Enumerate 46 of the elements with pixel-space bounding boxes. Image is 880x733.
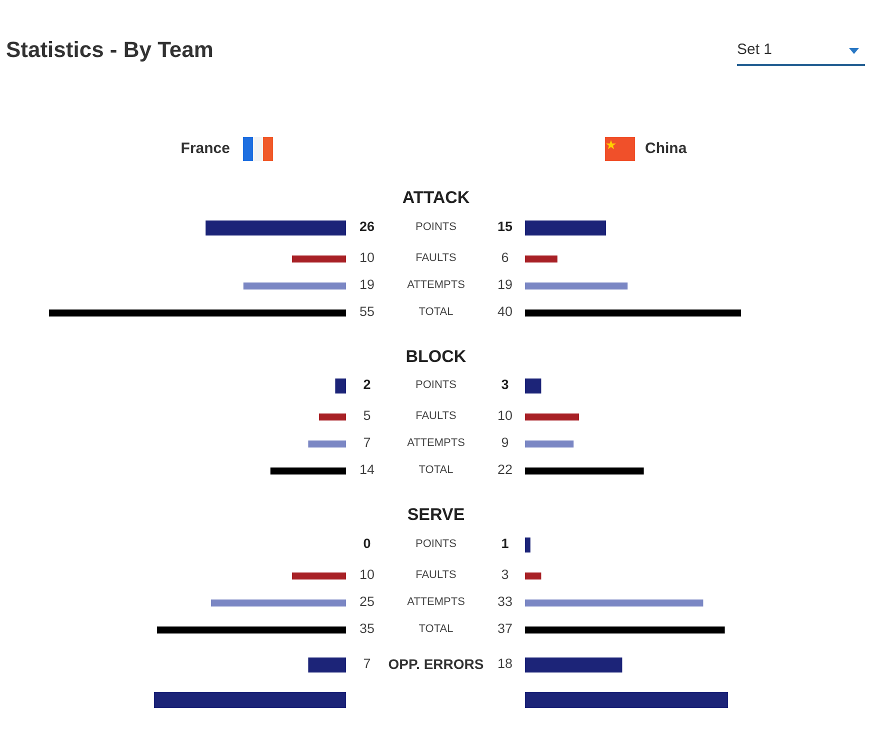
- stat-category: OPP. ERRORS: [387, 656, 485, 672]
- stat-value: 26: [358, 219, 376, 234]
- stat-value: 5: [362, 408, 372, 423]
- stat-value: 55: [358, 304, 376, 319]
- stat-category: FAULTS: [414, 569, 458, 581]
- stat-category: ATTEMPTS: [406, 596, 466, 608]
- stat-value: 18: [496, 656, 514, 671]
- stat-value: 7: [362, 656, 372, 671]
- stat-category: POINTS: [414, 538, 458, 550]
- stat-category: FAULTS: [414, 410, 458, 422]
- section-heading: SERVE: [406, 505, 466, 525]
- stat-value: 10: [496, 408, 514, 423]
- page-title: Statistics - By Team: [6, 37, 214, 63]
- stat-category: TOTAL: [418, 623, 454, 635]
- stat-category: TOTAL: [418, 306, 454, 318]
- set-dropdown: Set 1: [737, 41, 865, 66]
- stat-category: POINTS: [414, 379, 458, 391]
- stat-value: 6: [500, 250, 510, 265]
- stat-value: 2: [362, 377, 372, 392]
- stat-value: 35: [358, 621, 376, 636]
- stat-value: 33: [496, 594, 514, 609]
- stat-value: 1: [500, 536, 510, 551]
- stat-category: ATTEMPTS: [406, 437, 466, 449]
- stat-value: 3: [500, 377, 510, 392]
- team-name: France: [180, 140, 230, 157]
- stat-value: 10: [358, 250, 376, 265]
- stat-value: 25: [358, 594, 376, 609]
- stat-value: 19: [358, 277, 376, 292]
- stat-value: 9: [500, 435, 510, 450]
- stat-value: 40: [496, 304, 514, 319]
- stat-category: ATTEMPTS: [406, 279, 466, 291]
- section-heading: ATTACK: [401, 188, 471, 208]
- stat-value: 3: [500, 567, 510, 582]
- section-heading: BLOCK: [404, 347, 468, 367]
- stat-category: FAULTS: [414, 252, 458, 264]
- stat-value: 7: [362, 435, 372, 450]
- stat-value: 15: [496, 219, 514, 234]
- stat-category: POINTS: [414, 221, 458, 233]
- stat-value: 14: [358, 462, 376, 477]
- stat-value: 19: [496, 277, 514, 292]
- stat-category: TOTAL: [418, 464, 454, 476]
- stat-value: 22: [496, 462, 514, 477]
- stat-value: 10: [358, 567, 376, 582]
- stat-value: 37: [496, 621, 514, 636]
- stat-value: 0: [362, 536, 372, 551]
- team-name: China: [645, 140, 687, 157]
